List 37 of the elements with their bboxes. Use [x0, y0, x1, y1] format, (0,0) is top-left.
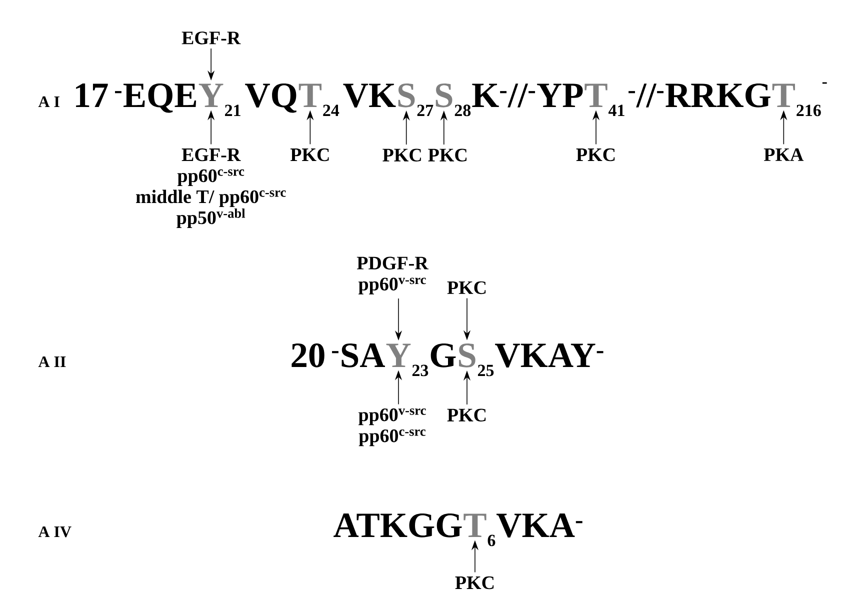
- kinase-label: EGF-R: [182, 32, 241, 44]
- sequence-text: VK: [343, 84, 396, 108]
- phosphosite-residue: S 27: [398, 83, 434, 116]
- kinase-label: EGF-R pp60$^{c-src}$ middle T/ pp60$^{c-src}$ pp50$^{v-abl}$: [136, 148, 286, 228]
- phosphosite-residue: S 25: [459, 343, 494, 376]
- sequence-text: K$^{-}$//$^{-}$YP: [472, 84, 583, 108]
- kinase-label: PKC: [455, 576, 494, 590]
- sequence-text: $^{-}$SA: [332, 343, 385, 368]
- sequence-text: $^{-}$EQE: [115, 83, 196, 113]
- row-label: A IV: [38, 526, 72, 538]
- sequence-text: 17: [76, 84, 108, 107]
- sequence-text: VQ: [245, 83, 296, 113]
- sequence-text: VKAY$^{-}$: [495, 344, 604, 368]
- sequence-text: G: [430, 343, 456, 368]
- sequence-text: 20: [292, 343, 324, 368]
- kinase-label: PKC: [428, 148, 466, 162]
- row-label: A I: [38, 96, 60, 107]
- kinase-label: PKC: [382, 148, 421, 162]
- kinase-label: PKC: [290, 148, 329, 162]
- sequence-text: ATKGG: [334, 514, 462, 538]
- phosphosite-residue: T 24: [298, 84, 340, 116]
- kinase-label: PDGF-R pp60$^{v-src}$: [356, 256, 429, 294]
- sequence-text: -: [822, 82, 827, 84]
- phosphosite-residue: Y 23: [386, 344, 428, 376]
- row-label: A II: [38, 356, 66, 367]
- kinase-label: PKA: [764, 148, 804, 161]
- kinase-label: PKC: [447, 408, 486, 422]
- phosphosite-residue: Y 21: [198, 84, 240, 116]
- phosphosite-residue: T 216: [772, 84, 821, 116]
- phosphosite-residue: T 41: [584, 84, 624, 116]
- kinase-label: PKC: [576, 148, 615, 162]
- kinase-label: pp60$^{v-src}$ pp60$^{c-src}$: [358, 408, 426, 446]
- phosphosite-residue: T 6: [464, 514, 496, 546]
- sequence-text: VKA$^{-}$: [496, 514, 582, 538]
- sequence-text: $^{-}$//$^{-}$RRKG: [628, 83, 770, 108]
- phosphosite-residue: S 28: [436, 83, 471, 116]
- kinase-label: PKC: [447, 281, 486, 294]
